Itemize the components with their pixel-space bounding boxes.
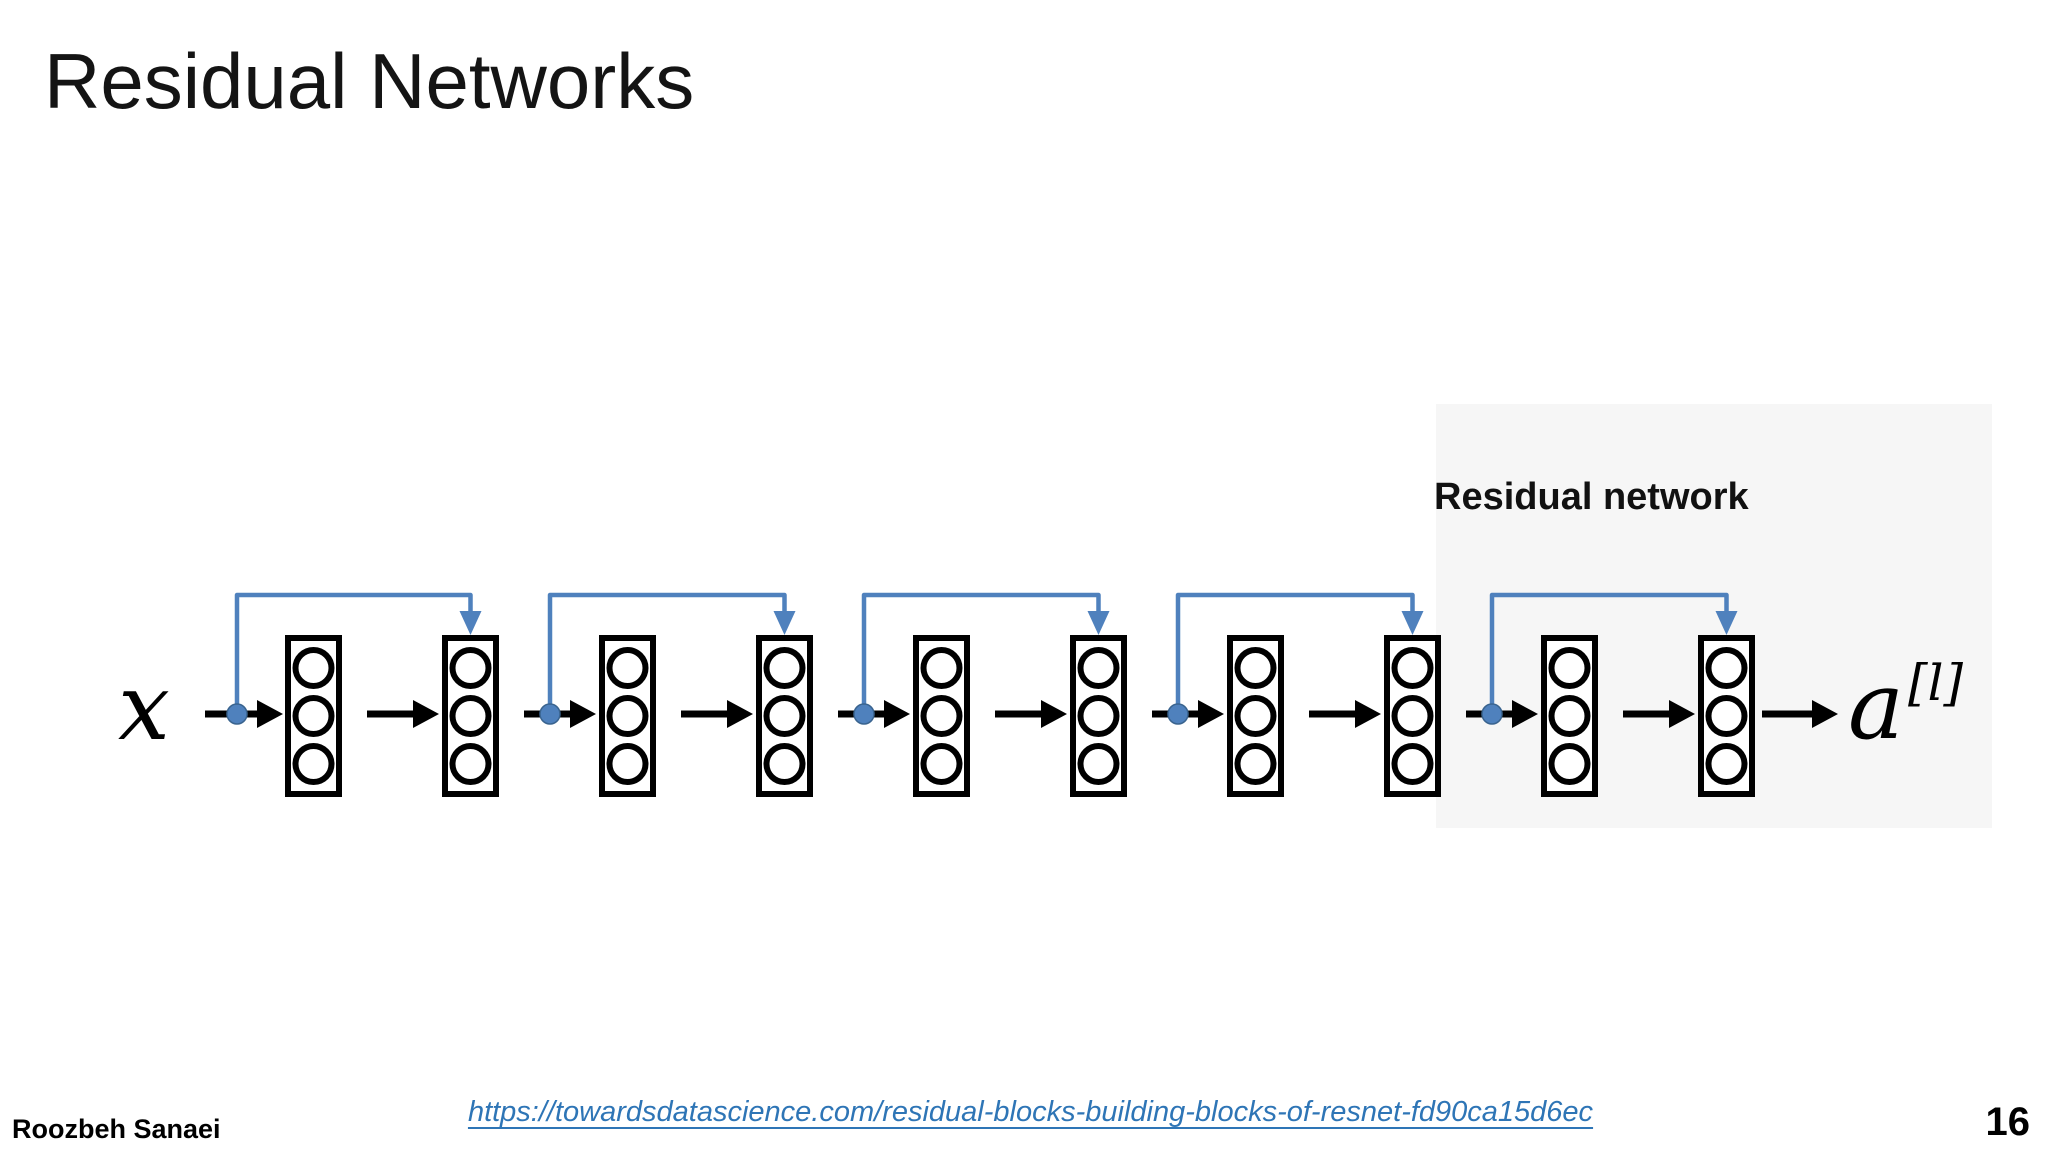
skip-connection-arrowhead	[773, 611, 796, 635]
forward-arrow-head	[884, 700, 910, 728]
neuron-circle	[1077, 647, 1120, 689]
forward-arrow-head	[1041, 700, 1067, 728]
neuron-circle	[920, 695, 963, 737]
skip-connection-arc	[547, 592, 787, 711]
skip-connection-arc	[234, 592, 473, 711]
diagram-caption: Residual network	[1434, 476, 1749, 518]
page-number: 16	[1985, 1100, 2031, 1144]
neuron-circle	[1234, 647, 1277, 689]
skip-connection-arrowhead	[459, 611, 482, 635]
neuron-circle	[1077, 743, 1120, 785]
layer-block	[285, 635, 342, 797]
neuron-circle	[1077, 695, 1120, 737]
skip-connection-arrowhead	[1087, 611, 1110, 635]
skip-tap-dot	[1167, 703, 1189, 725]
neuron-circle	[1391, 647, 1434, 689]
neuron-circle	[292, 647, 335, 689]
neuron-circle	[449, 647, 492, 689]
layer-block	[756, 635, 813, 797]
pasted-image-background	[1436, 404, 1992, 828]
layer-block	[1070, 635, 1127, 797]
neuron-circle	[606, 743, 649, 785]
source-link-container: https://towardsdatascience.com/residual-…	[0, 1096, 2048, 1129]
neuron-circle	[1234, 695, 1277, 737]
forward-arrow-head	[257, 700, 283, 728]
layer-block	[1384, 635, 1441, 797]
skip-connection-arc	[1175, 592, 1415, 711]
forward-arrow-head	[570, 700, 596, 728]
skip-tap-dot	[853, 703, 875, 725]
layer-block	[913, 635, 970, 797]
diagram-output-label: a[l]	[1848, 658, 1963, 754]
neuron-circle	[606, 647, 649, 689]
neuron-circle	[449, 743, 492, 785]
neuron-circle	[1234, 743, 1277, 785]
neuron-circle	[763, 743, 806, 785]
neuron-circle	[606, 695, 649, 737]
neuron-circle	[763, 695, 806, 737]
neuron-circle	[920, 647, 963, 689]
forward-arrow-head	[727, 700, 753, 728]
layer-block	[599, 635, 656, 797]
neuron-circle	[449, 695, 492, 737]
neuron-circle	[292, 743, 335, 785]
page-title: Residual Networks	[44, 37, 695, 125]
output-base-symbol: a	[1848, 652, 1905, 761]
neuron-circle	[1391, 695, 1434, 737]
neuron-circle	[763, 647, 806, 689]
source-link[interactable]: https://towardsdatascience.com/residual-…	[467, 1096, 1594, 1128]
skip-tap-dot	[226, 703, 248, 725]
neuron-circle	[292, 695, 335, 737]
forward-arrow-head	[1198, 700, 1224, 728]
skip-tap-dot	[539, 703, 561, 725]
author-credit: Roozbeh Sanaei	[12, 1114, 221, 1144]
neuron-circle	[920, 743, 963, 785]
skip-connection-arrowhead	[1401, 611, 1424, 635]
forward-arrow-head	[413, 700, 439, 728]
neuron-circle	[1391, 743, 1434, 785]
output-superscript: [l]	[1908, 654, 1964, 712]
diagram-input-label: x	[118, 654, 170, 761]
layer-block	[442, 635, 499, 797]
skip-connection-arc	[861, 592, 1101, 711]
forward-arrow-head	[1355, 700, 1381, 728]
layer-block	[1227, 635, 1284, 797]
